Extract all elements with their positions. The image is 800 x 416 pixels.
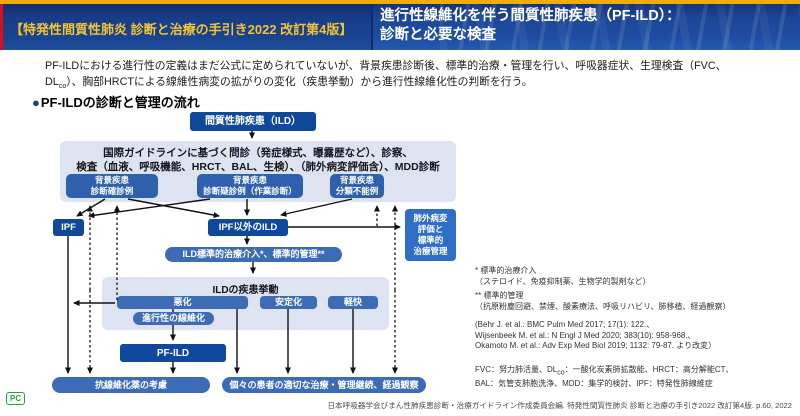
node-ild: 間質性肺疾患（ILD）	[190, 112, 316, 131]
node-background-confirmed: 背景疾患診断確診例	[66, 174, 158, 198]
node-pf-ild: PF-ILD	[120, 344, 226, 362]
reference-line: Okamoto M. et al.: Adv Exp Med Biol 2019…	[475, 341, 717, 350]
node-improved: 軽快	[328, 296, 378, 309]
bullet-icon: ●	[32, 95, 40, 110]
header-divider	[371, 4, 373, 50]
node-individual-management: 個々の患者の適切な治療・管理継続、経過観察	[222, 377, 426, 393]
section-heading: ●PF-ILDの診断と管理の流れ	[32, 95, 200, 110]
disease-behavior-title: ILDの疾患挙動	[212, 285, 279, 296]
abbreviations: FVC：努力肺活量、DLco：一酸化炭素肺拡散能、HRCT：高分解能CT、 BA…	[475, 365, 734, 389]
page-title-line2: 診断と必要な検査	[380, 27, 496, 43]
header-band	[0, 4, 800, 50]
node-antifibrotic-consideration: 抗線維化薬の考慮	[52, 377, 210, 393]
node-progressive-fibrosis: 進行性の線維化	[133, 312, 214, 325]
node-worsening: 悪化	[117, 296, 248, 309]
node-extrapulmonary-management: 肺外病変評価と標準的治療管理	[405, 209, 456, 261]
guideline-panel-text: 国際ガイドラインに基づく問診（発症様式、曝露歴など）、診察、 検査（血液、呼吸機…	[76, 147, 440, 173]
node-stable: 安定化	[260, 296, 317, 309]
note-standard-treatment: * 標準的治療介入 （ステロイド、免疫抑制薬、生物学的製剤など）	[475, 266, 651, 286]
source-citation: 日本呼吸器学会びまん性肺疾患診断・治療ガイドライン作成委員会編. 特発性間質性肺…	[327, 401, 792, 410]
reference-line: Wijsenbeek M. et al.: N Engl J Med 2020;…	[475, 330, 696, 340]
header-rays-decoration	[440, 4, 800, 50]
node-background-suspected: 背景疾患診断疑診例（作業診断）	[197, 174, 303, 198]
node-ipf: IPF	[53, 219, 84, 236]
page-title: 進行性線維化を伴う間質性肺疾患（PF-ILD）： 診断と必要な検査	[380, 7, 790, 45]
subscript-co: co	[58, 83, 67, 91]
references: (Behr J. et al.: BMC Pulm Med 2017; 17(1…	[475, 320, 795, 352]
intro-line1: PF-ILDにおける進行性の定義はまだ公式に定められていないが、背景疾患診断後、…	[45, 60, 727, 72]
subscript-co: co	[557, 369, 565, 377]
top-gold-bar	[0, 0, 800, 4]
header-left-shade	[0, 4, 372, 50]
reference-line: (Behr J. et al.: BMC Pulm Med 2017; 17(1…	[475, 320, 655, 329]
page-title-line1: 進行性線維化を伴う間質性肺疾患（PF-ILD）：	[380, 8, 681, 24]
note-standard-management: ** 標準的管理 （抗原粉塵回避、禁煙、酸素療法、呼吸リハビリ、肺移植、経過観察…	[475, 291, 731, 311]
header-red-strip	[0, 4, 3, 50]
intro-paragraph: PF-ILDにおける進行性の定義はまだ公式に定められていないが、背景疾患診断後、…	[45, 58, 777, 95]
pc-logo: PC	[6, 392, 26, 405]
booklet-title: 【特発性間質性肺炎 診断と治療の手引き2022 改訂第4版】	[10, 22, 353, 37]
node-background-unclassifiable: 背景疾患分類不能例	[330, 174, 384, 198]
node-standard-treatment: ILD標準的治療介入*、標準的管理**	[165, 247, 342, 262]
intro-line2: DLco）、胸部HRCTによる線維性病変の拡がりの変化（疾患挙動）から進行性線維…	[45, 76, 533, 91]
node-non-ipf-ild: IPF以外のILD	[208, 219, 288, 236]
